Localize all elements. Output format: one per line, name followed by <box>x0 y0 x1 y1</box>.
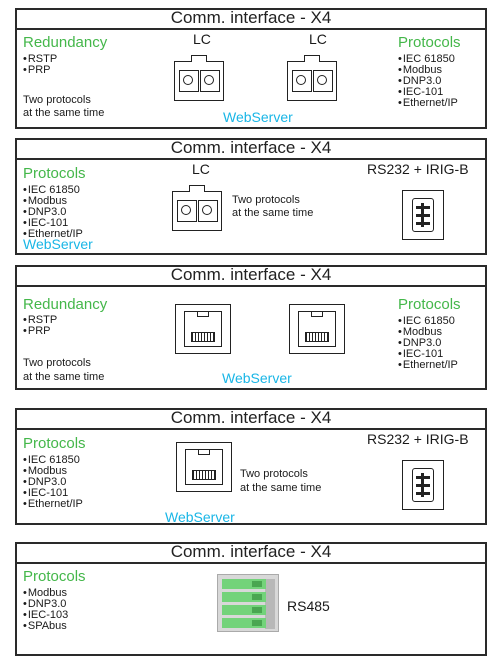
note-line-1: Two protocols <box>240 468 308 480</box>
lc-connector-icon <box>287 55 337 101</box>
lc-connector-icon <box>172 185 222 231</box>
protocols-header: Protocols <box>23 165 86 182</box>
panel-3: Comm. interface - X4 Redundancy RSTP PRP… <box>15 265 487 390</box>
list-item: RSTP <box>23 315 57 326</box>
title-divider <box>17 562 485 564</box>
protocols-list: IEC 61850 Modbus DNP3.0 IEC-101 Ethernet… <box>398 54 458 109</box>
list-item: IEC 61850 <box>398 316 458 327</box>
title-divider <box>17 158 485 160</box>
webserver-label: WebServer <box>222 370 292 386</box>
note-line-2: at the same time <box>240 482 322 494</box>
lc-label-2: LC <box>309 31 327 47</box>
list-item: RSTP <box>23 54 57 65</box>
list-item: Modbus <box>398 327 458 338</box>
list-item: IEC 61850 <box>23 455 83 466</box>
list-item: DNP3.0 <box>23 207 83 218</box>
protocols-list: IEC 61850 Modbus DNP3.0 IEC-101 Ethernet… <box>398 316 458 371</box>
list-item: Modbus <box>398 65 458 76</box>
rj45-port-icon <box>175 304 231 354</box>
panel-4: Comm. interface - X4 Protocols IEC 61850… <box>15 408 487 525</box>
note-line-1: Two protocols <box>23 94 91 106</box>
note-line-1: Two protocols <box>23 357 91 369</box>
list-item: Modbus <box>23 588 68 599</box>
list-item: IEC-103 <box>23 610 68 621</box>
redundancy-header: Redundancy <box>23 296 108 313</box>
list-item: SPAbus <box>23 621 68 632</box>
list-item: DNP3.0 <box>398 76 458 87</box>
webserver-label: WebServer <box>165 509 235 525</box>
list-item: Ethernet/IP <box>23 229 83 240</box>
webserver-label: WebServer <box>23 236 93 252</box>
note-line-2: at the same time <box>232 207 314 219</box>
panel-title: Comm. interface - X4 <box>170 542 332 561</box>
list-item: PRP <box>23 326 57 337</box>
irig-connector-icon <box>402 460 444 510</box>
rs485-terminal-icon <box>217 574 279 632</box>
list-item: Modbus <box>23 466 83 477</box>
lc-label: LC <box>192 161 210 177</box>
panel-title: Comm. interface - X4 <box>170 138 332 157</box>
lc-label-1: LC <box>193 31 211 47</box>
panel-1: Comm. interface - X4 Redundancy RSTP PRP… <box>15 8 487 129</box>
list-item: Ethernet/IP <box>398 360 458 371</box>
list-item: IEC-101 <box>23 488 83 499</box>
list-item: IEC 61850 <box>398 54 458 65</box>
rs232-irig-label: RS232 + IRIG-B <box>367 431 469 447</box>
list-item: DNP3.0 <box>23 599 68 610</box>
panel-title: Comm. interface - X4 <box>170 408 332 427</box>
redundancy-list: RSTP PRP <box>23 315 57 337</box>
protocols-list: IEC 61850 Modbus DNP3.0 IEC-101 Ethernet… <box>23 185 83 240</box>
list-item: Ethernet/IP <box>23 499 83 510</box>
rs485-label: RS485 <box>287 598 330 614</box>
title-divider <box>17 285 485 287</box>
protocols-header: Protocols <box>398 34 461 51</box>
protocols-header: Protocols <box>398 296 461 313</box>
list-item: DNP3.0 <box>23 477 83 488</box>
panel-title: Comm. interface - X4 <box>170 8 332 27</box>
list-item: IEC-101 <box>23 218 83 229</box>
panel-5: Comm. interface - X4 Protocols Modbus DN… <box>15 542 487 656</box>
panel-title: Comm. interface - X4 <box>170 265 332 284</box>
note-line-1: Two protocols <box>232 194 300 206</box>
title-divider <box>17 28 485 30</box>
protocols-header: Protocols <box>23 435 86 452</box>
list-item: DNP3.0 <box>398 338 458 349</box>
protocols-header: Protocols <box>23 568 86 585</box>
rj45-port-icon <box>176 442 232 492</box>
list-item: IEC-101 <box>398 87 458 98</box>
lc-connector-icon <box>174 55 224 101</box>
irig-connector-icon <box>402 190 444 240</box>
title-divider <box>17 428 485 430</box>
rj45-port-icon <box>289 304 345 354</box>
note-line-2: at the same time <box>23 371 105 383</box>
note-line-2: at the same time <box>23 107 105 119</box>
webserver-label: WebServer <box>223 109 293 125</box>
protocols-list: Modbus DNP3.0 IEC-103 SPAbus <box>23 588 68 632</box>
redundancy-header: Redundancy <box>23 34 108 51</box>
list-item: Modbus <box>23 196 83 207</box>
protocols-list: IEC 61850 Modbus DNP3.0 IEC-101 Ethernet… <box>23 455 83 510</box>
list-item: IEC-101 <box>398 349 458 360</box>
list-item: PRP <box>23 65 57 76</box>
redundancy-list: RSTP PRP <box>23 54 57 76</box>
panel-2: Comm. interface - X4 Protocols IEC 61850… <box>15 138 487 255</box>
rs232-irig-label: RS232 + IRIG-B <box>367 161 469 177</box>
list-item: Ethernet/IP <box>398 98 458 109</box>
list-item: IEC 61850 <box>23 185 83 196</box>
